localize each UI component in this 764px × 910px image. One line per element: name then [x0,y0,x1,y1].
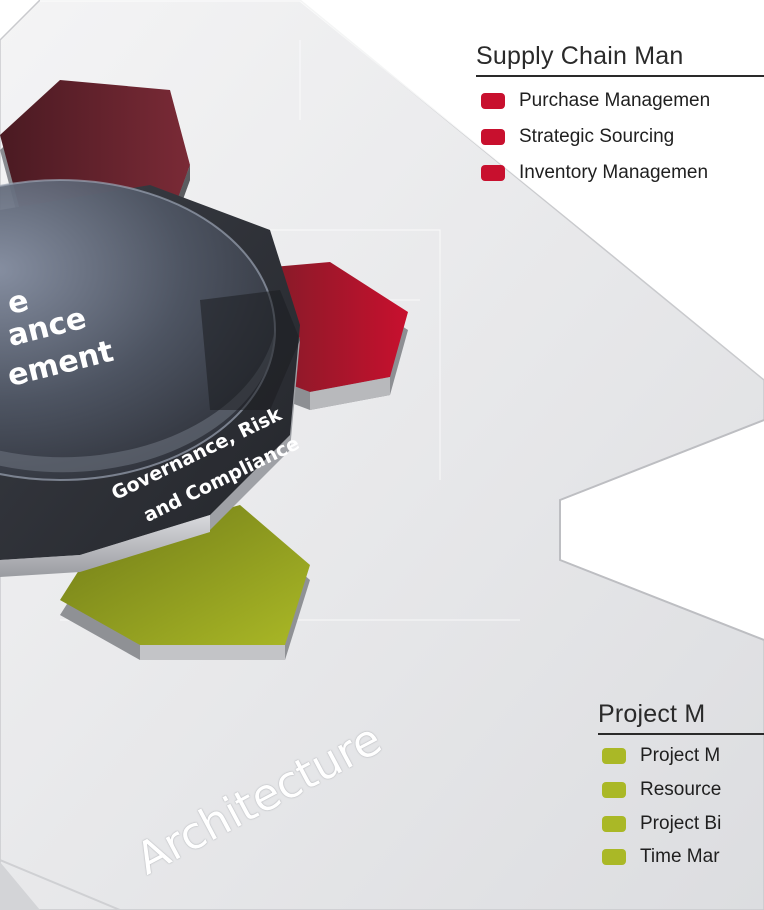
project-item-4-label: Time Mar [640,846,720,867]
project-item-1: Project M [602,745,720,767]
supply-chain-title-rule [476,75,764,77]
supply-chain-item-2-label: Strategic Sourcing [519,126,675,147]
supply-chain-item-1: Purchase Managemen [481,90,710,112]
project-title: Project M [598,700,706,728]
supply-chain-item-2: Strategic Sourcing [481,126,674,148]
project-title-rule [598,733,764,735]
project-item-3: Project Bi [602,813,721,835]
green-bullet-icon [602,816,626,832]
project-item-3-label: Project Bi [640,813,722,834]
green-bullet-icon [602,748,626,764]
project-item-2: Resource [602,779,721,801]
green-bullet-icon [602,849,626,865]
project-item-2-label: Resource [640,779,722,800]
project-item-1-label: Project M [640,745,721,766]
supply-chain-item-3-label: Inventory Managemen [519,162,709,183]
red-bullet-icon [481,93,505,109]
green-bullet-icon [602,782,626,798]
red-bullet-icon [481,129,505,145]
project-item-4: Time Mar [602,846,720,868]
central-hub [0,179,300,577]
supply-chain-title: Supply Chain Man [476,42,684,70]
supply-chain-item-3: Inventory Managemen [481,162,708,184]
red-bullet-icon [481,165,505,181]
supply-chain-item-1-label: Purchase Managemen [519,90,711,111]
